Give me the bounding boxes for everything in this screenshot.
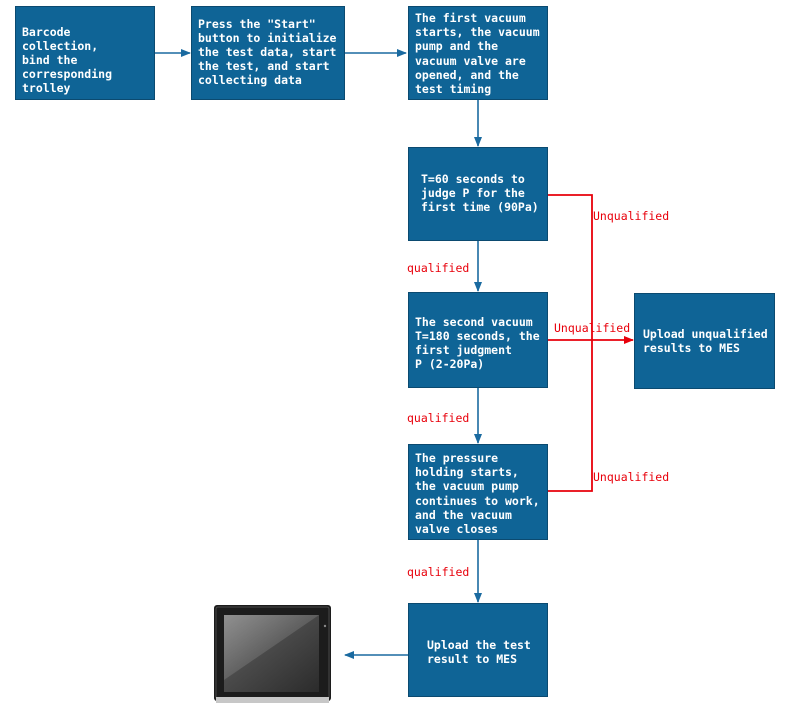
label-unqualified-1: Unqualified [593, 209, 670, 223]
node-upload-unqualified: Upload unqualified results to MES [634, 293, 775, 389]
node-second-vacuum: The second vacuum T=180 seconds, the fir… [408, 292, 548, 388]
label-qualified-3: qualified [407, 565, 470, 579]
touchscreen-terminal-icon [214, 605, 331, 703]
node-judge-first-time: T=60 seconds to judge P for the first ti… [408, 147, 548, 241]
node-pressure-holding: The pressure holding starts, the vacuum … [408, 444, 548, 540]
node-first-vacuum: The first vacuum starts, the vacuum pump… [408, 6, 548, 100]
fail-path-judge1 [548, 194, 593, 340]
label-unqualified-3: Unqualified [593, 470, 670, 484]
label-qualified-1: qualified [407, 261, 470, 275]
fail-path-holding [548, 340, 593, 492]
node-press-start: Press the "Start" button to initialize t… [191, 6, 345, 100]
label-unqualified-2: Unqualified [554, 321, 631, 335]
node-barcode-collection: Barcode collection, bind the correspondi… [15, 6, 155, 100]
label-qualified-2: qualified [407, 411, 470, 425]
node-upload-test-result: Upload the test result to MES [408, 603, 548, 697]
